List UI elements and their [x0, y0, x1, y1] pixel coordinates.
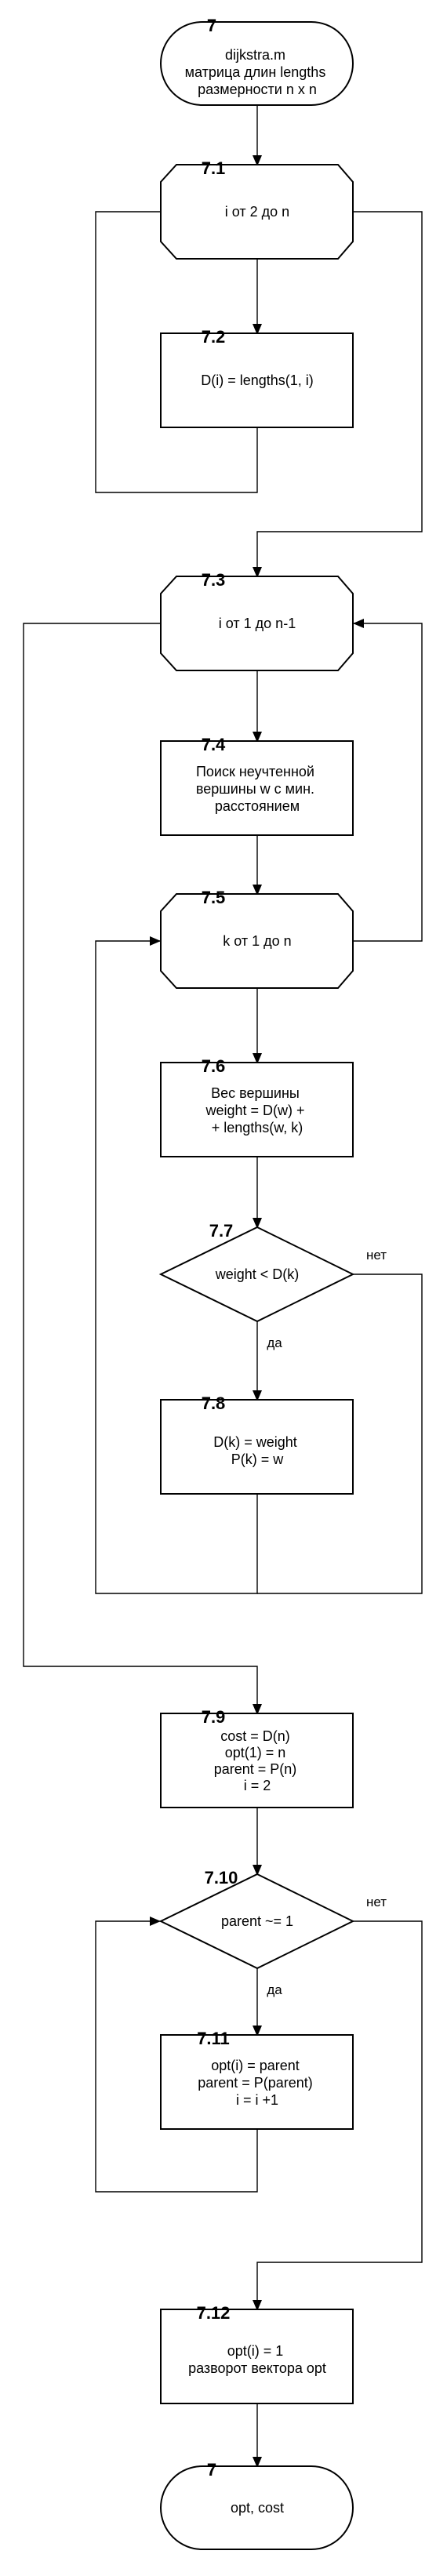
node-loop-7-3: 7.3 i от 1 до n-1: [160, 570, 354, 671]
arrowhead: [253, 1218, 262, 1229]
connectors: [23, 105, 423, 2466]
node-number: 7.2: [202, 327, 226, 347]
node-text: D(i) = lengths(1, i): [201, 372, 314, 388]
node-decision-7-7: 7.7 weight < D(k) нет да: [158, 1221, 387, 1350]
node-number: 7.3: [202, 570, 226, 590]
node-number: 7: [207, 2460, 216, 2480]
node-process-7-2: 7.2 D(i) = lengths(1, i): [160, 327, 354, 428]
node-number: 7.8: [202, 1393, 226, 1413]
node-process-7-11: 7.11 opt(i) = parent parent = P(parent) …: [160, 2029, 354, 2130]
branch-label-no: нет: [366, 1895, 387, 1909]
node-decision-7-10: 7.10 parent ~= 1 нет да: [158, 1868, 387, 1997]
branch-label-yes: да: [267, 1335, 282, 1350]
node-number: 7: [207, 16, 216, 35]
connector-7-2-loop-back: [95, 211, 258, 493]
branch-label-no: нет: [366, 1248, 387, 1263]
node-text: Поиск неучтенной вершины w с мин. рассто…: [196, 764, 318, 814]
arrowhead: [253, 1390, 262, 1401]
node-text: k от 1 до n: [223, 933, 291, 949]
process-shape: [160, 1713, 354, 1808]
connector-7-10-no: [256, 1920, 423, 2309]
decision-shape: [158, 1226, 355, 1323]
process-shape: [160, 332, 354, 428]
loop-shape: [160, 164, 354, 260]
connector-7-11-loop-back: [95, 1920, 258, 2193]
node-process-7-9: 7.9 cost = D(n) opt(1) = n parent = P(n)…: [160, 1707, 354, 1808]
node-number: 7.11: [197, 2029, 230, 2048]
arrowheads: [150, 155, 364, 2468]
arrowhead: [253, 732, 262, 743]
connector-7-7-no: [257, 1273, 423, 1594]
node-text: parent ~= 1: [221, 1913, 293, 1929]
connector-7-1-exit: [256, 211, 423, 576]
node-number: 7.9: [202, 1707, 226, 1727]
node-loop-7-1: 7.1 i от 2 до n: [160, 158, 354, 260]
process-shape: [160, 740, 354, 836]
process-shape: [160, 2309, 354, 2404]
process-shape: [160, 2034, 354, 2130]
node-text: opt(i) = parent parent = P(parent) i = i…: [198, 2058, 317, 2108]
node-number: 7.12: [197, 2303, 231, 2323]
terminator-shape: [160, 2465, 354, 2550]
node-number: 7.4: [202, 735, 226, 754]
node-number: 7.5: [202, 888, 226, 907]
node-process-7-12: 7.12 opt(i) = 1 разворот вектора opt: [160, 2303, 354, 2404]
decision-shape: [158, 1873, 355, 1970]
arrowhead: [253, 324, 262, 335]
arrowhead: [253, 155, 262, 166]
node-text: opt, cost: [231, 2500, 284, 2516]
arrowhead: [253, 2026, 262, 2036]
arrowhead: [150, 936, 161, 946]
arrowhead: [353, 619, 364, 628]
branch-label-yes: да: [267, 1982, 282, 1997]
node-text: opt(i) = 1 разворот вектора opt: [188, 2343, 326, 2376]
arrowhead: [150, 1917, 161, 1926]
node-number: 7.7: [209, 1221, 234, 1241]
node-text: i от 2 до n: [225, 204, 289, 220]
node-text: i от 1 до n-1: [219, 616, 296, 631]
arrowhead: [253, 1865, 262, 1876]
node-number: 7.6: [202, 1056, 226, 1076]
loop-shape: [160, 893, 354, 989]
connector-7-5-exit: [353, 623, 423, 942]
loop-shape: [160, 576, 354, 671]
node-text: cost = D(n) opt(1) = n parent = P(n) i =…: [214, 1728, 301, 1793]
node-process-7-6: 7.6 Вес вершины weight = D(w) + + length…: [160, 1056, 354, 1157]
arrowhead: [253, 567, 262, 578]
node-process-7-8: 7.8 D(k) = weight P(k) = w: [160, 1393, 354, 1495]
arrowhead: [253, 1053, 262, 1064]
node-loop-7-5: 7.5 k от 1 до n: [160, 888, 354, 989]
node-number: 7.10: [205, 1868, 238, 1887]
node-text: D(k) = weight P(k) = w: [213, 1434, 301, 1467]
node-text: dijkstra.m матрица длин lengths размерно…: [185, 47, 330, 97]
terminator-shape: [160, 21, 354, 106]
process-shape: [160, 1062, 354, 1157]
node-text: Вес вершины weight = D(w) + + lengths(w,…: [205, 1085, 308, 1135]
node-process-7-4: 7.4 Поиск неучтенной вершины w с мин. ра…: [160, 735, 354, 836]
connector-inner-loop-back: [95, 940, 258, 1594]
node-end-terminator: 7 opt, cost: [160, 2460, 354, 2550]
node-text: weight < D(k): [215, 1266, 300, 1282]
arrowhead: [253, 2457, 262, 2468]
arrowhead: [253, 2300, 262, 2311]
node-number: 7.1: [202, 158, 226, 178]
arrowhead: [253, 1704, 262, 1715]
process-shape: [160, 1399, 354, 1495]
arrowhead: [253, 885, 262, 896]
node-start-terminator: 7 dijkstra.m матрица длин lengths размер…: [160, 16, 354, 106]
connector-7-3-exit: [23, 623, 258, 1713]
